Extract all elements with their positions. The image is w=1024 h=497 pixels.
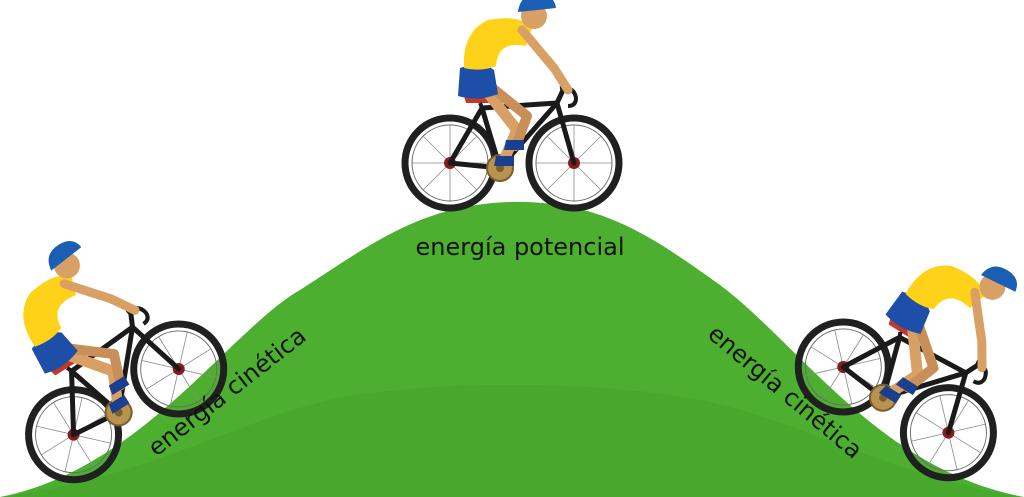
cyclist-riding-icon	[405, 0, 619, 208]
hill	[0, 201, 1024, 497]
hill-shadow	[0, 385, 1024, 497]
label-potential-energy: energía potencial	[416, 233, 625, 261]
